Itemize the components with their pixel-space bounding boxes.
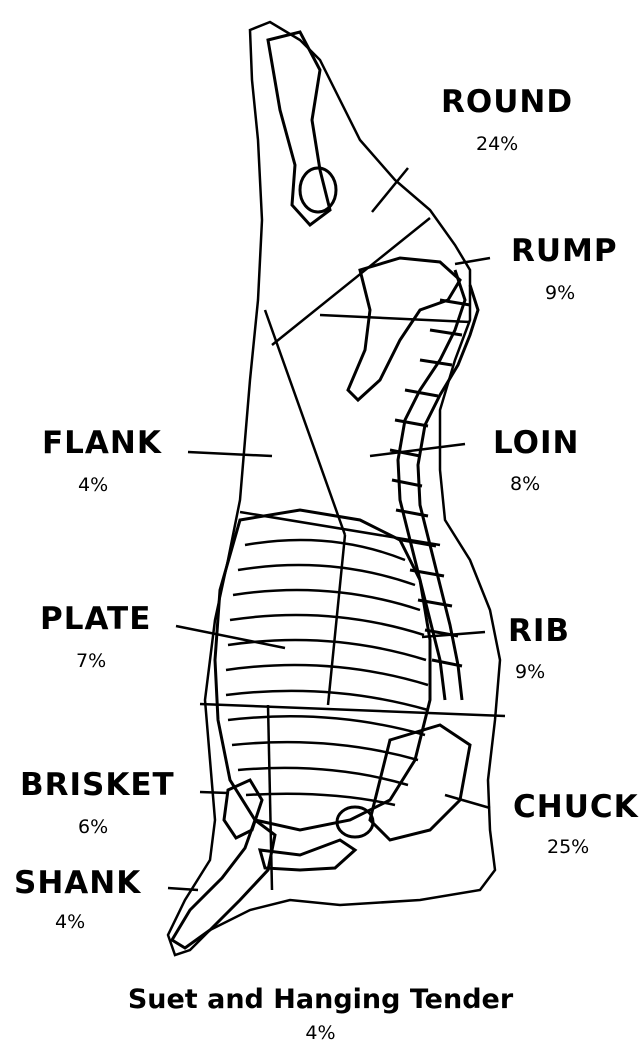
label-flank: FLANK	[42, 428, 162, 459]
footer-suet-percent: 4%	[0, 1024, 641, 1043]
leader-rump	[455, 258, 490, 264]
leader-chuck	[445, 795, 490, 808]
label-plate: PLATE	[40, 604, 151, 635]
label-rump: RUMP	[511, 236, 618, 267]
percent-flank: 4%	[78, 476, 108, 495]
percent-brisket: 6%	[78, 818, 108, 837]
knee-joint	[300, 168, 336, 212]
label-round: ROUND	[441, 87, 573, 118]
percent-plate: 7%	[76, 652, 106, 671]
footer-suet-title: Suet and Hanging Tender	[0, 986, 641, 1013]
brisket-bone	[224, 780, 262, 838]
label-shank: SHANK	[14, 868, 141, 899]
label-loin: LOIN	[493, 428, 579, 459]
shank-bone	[172, 820, 275, 948]
percent-shank: 4%	[55, 913, 85, 932]
leader-brisket	[200, 792, 228, 793]
label-brisket: BRISKET	[20, 770, 175, 801]
label-rib: RIB	[508, 616, 570, 647]
pelvis-bone	[348, 258, 460, 400]
carcass-outline	[168, 22, 500, 955]
percent-loin: 8%	[510, 475, 540, 494]
ribs	[226, 540, 428, 805]
label-chuck: CHUCK	[513, 792, 639, 823]
percent-rump: 9%	[545, 284, 575, 303]
leader-lines	[168, 168, 490, 890]
percent-round: 24%	[476, 135, 518, 154]
percent-rib: 9%	[515, 663, 545, 682]
percent-chuck: 25%	[547, 838, 589, 857]
leader-flank	[188, 452, 272, 456]
